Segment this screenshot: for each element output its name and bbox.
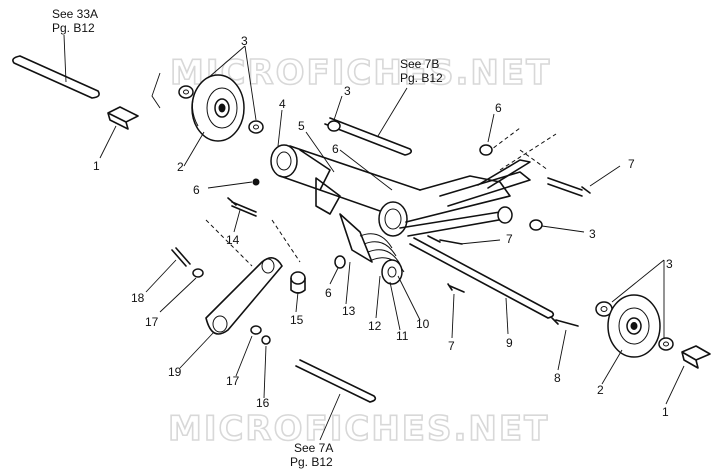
washer-17-lower	[250, 325, 262, 335]
main-frame	[270, 144, 531, 237]
callout-15: 15	[290, 313, 304, 327]
callout-5: 5	[298, 119, 305, 133]
bushing-1-upper	[107, 106, 139, 130]
callout-7-lower: 7	[448, 339, 455, 353]
callout-10: 10	[416, 317, 430, 331]
callout-13: 13	[342, 304, 356, 318]
callout-6-upper-right: 6	[495, 101, 502, 115]
ref-7b-line2: Pg. B12	[400, 71, 443, 85]
torque-arm-bracket	[477, 127, 557, 189]
bolt-14	[227, 197, 257, 217]
bolt-18	[171, 247, 191, 267]
callout-6-left: 6	[193, 183, 200, 197]
callout-7-middle: 7	[506, 232, 513, 246]
bushing-15	[290, 271, 306, 294]
bolt-7-lower	[447, 283, 465, 293]
callout-18: 18	[131, 291, 145, 305]
callout-1-lower: 1	[662, 405, 669, 419]
upper-axle-shaft	[12, 55, 100, 99]
bolt-7-upper-right	[547, 177, 591, 197]
callout-7-upper-right: 7	[628, 157, 635, 171]
link-arm-19	[205, 257, 283, 335]
callout-16: 16	[256, 396, 270, 410]
washer-3-upper-left	[178, 85, 194, 99]
nut-16	[261, 335, 271, 345]
shaft-7a	[295, 359, 377, 403]
callout-8: 8	[554, 371, 561, 385]
callout-3-top: 3	[241, 34, 248, 48]
washer-3-lower-right-2	[658, 337, 674, 351]
ref-7a-line1: See 7A	[294, 441, 333, 455]
ref-7a-line2: Pg. B12	[290, 455, 333, 469]
bushing-1-lower	[681, 345, 711, 369]
callout-3-shaft: 3	[344, 84, 351, 98]
washer-3-shaft-7b	[327, 120, 341, 132]
nut-6-left	[252, 178, 260, 186]
shaft-9	[409, 237, 555, 319]
callout-6-lower: 6	[325, 286, 332, 300]
callout-2-upper: 2	[177, 160, 184, 174]
callout-2-lower: 2	[597, 383, 604, 397]
bolt-8	[551, 317, 579, 327]
callout-1-upper: 1	[93, 159, 100, 173]
leader-lines	[63, 34, 685, 441]
washer-3-upper-right	[248, 120, 264, 134]
nut-6-upper	[479, 144, 493, 156]
washer-3-right	[529, 219, 543, 231]
callout-17-upper: 17	[145, 315, 159, 329]
ref-33a-line1: See 33A	[52, 7, 98, 21]
idler-wheel-lower	[607, 294, 661, 358]
callout-14: 14	[226, 233, 240, 247]
callout-3-right: 3	[589, 227, 596, 241]
callout-9: 9	[506, 336, 513, 350]
callout-19: 19	[168, 365, 182, 379]
callout-11: 11	[396, 329, 409, 343]
callout-4: 4	[279, 97, 286, 111]
watermark-bottom: MICROFICHES.NET	[168, 409, 549, 449]
spring-assembly	[339, 213, 405, 285]
ref-33a-line2: Pg. B12	[52, 21, 95, 35]
callout-6-center: 6	[332, 142, 339, 156]
bolt-7-middle	[427, 235, 463, 245]
callout-3-lower-right: 3	[666, 257, 673, 271]
idler-wheel-upper	[191, 74, 245, 142]
callout-17-lower: 17	[226, 374, 240, 388]
ref-7b-line1: See 7B	[400, 57, 439, 71]
callout-12: 12	[368, 319, 382, 333]
nut-6-lower	[334, 255, 346, 269]
washer-17-upper	[192, 268, 204, 278]
